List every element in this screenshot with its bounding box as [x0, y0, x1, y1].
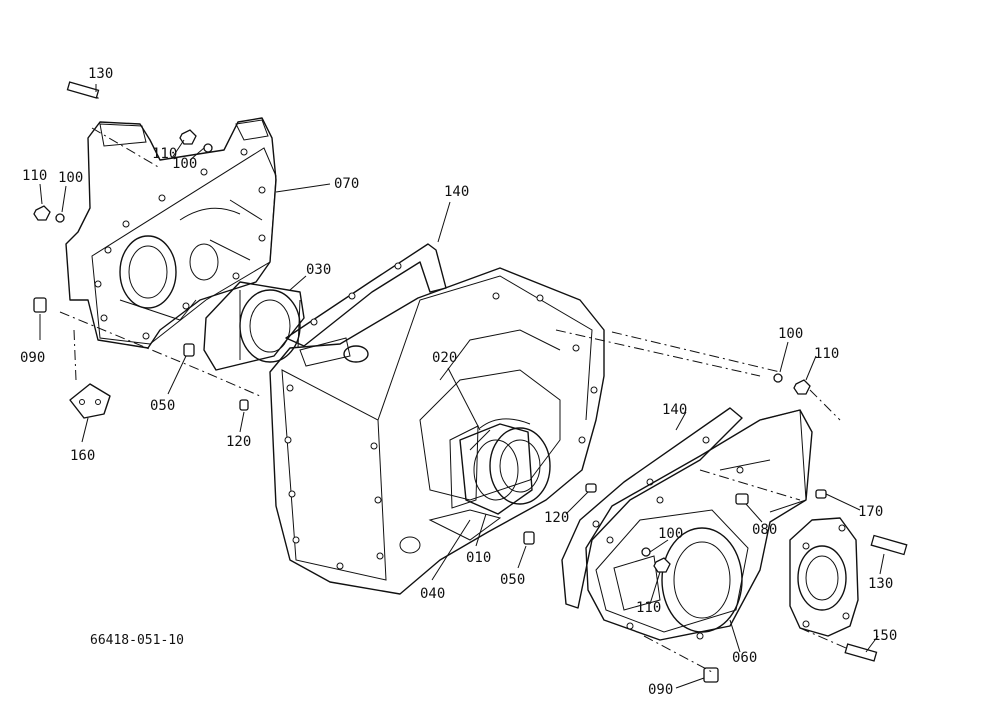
callout-090-left: 090 — [20, 350, 45, 366]
callout-labels: 130 110 100 110 100 070 140 030 090 050 … — [20, 66, 897, 698]
callout-050-right: 050 — [500, 572, 525, 588]
callout-140-top: 140 — [444, 184, 469, 200]
callout-100-lower: 100 — [658, 526, 683, 542]
gasket-part-140-upper — [285, 243, 447, 347]
callout-130-right: 130 — [868, 576, 893, 592]
callout-010: 010 — [466, 550, 491, 566]
callout-150: 150 — [872, 628, 897, 644]
callout-040: 040 — [420, 586, 445, 602]
callout-120-right: 120 — [544, 510, 569, 526]
callout-160: 160 — [70, 448, 95, 464]
callout-130-top: 130 — [88, 66, 113, 82]
callout-110-right: 110 — [814, 346, 839, 362]
callout-120-left: 120 — [226, 434, 251, 450]
fasteners — [33, 81, 908, 683]
callout-090-bottom: 090 — [648, 682, 673, 698]
transmission-case — [269, 267, 605, 595]
front-cover-part-070 — [65, 117, 277, 349]
callout-110-lower: 110 — [636, 600, 661, 616]
callout-100-left: 100 — [58, 170, 83, 186]
callout-030: 030 — [306, 262, 331, 278]
callout-140-right: 140 — [662, 402, 687, 418]
assembly-axis-lines — [59, 127, 847, 673]
flange-housing — [789, 517, 859, 637]
gasket-part-140-right — [561, 407, 743, 609]
callout-050-left: 050 — [150, 398, 175, 414]
bracket-part-160 — [69, 383, 111, 419]
oil-seal-part-030 — [203, 281, 305, 371]
callout-060: 060 — [732, 650, 757, 666]
reference-code: 66418-051-10 — [90, 633, 184, 648]
leader-lines — [39, 84, 885, 689]
callout-110-mid: 110 — [152, 146, 177, 162]
callout-080: 080 — [752, 522, 777, 538]
callout-070: 070 — [334, 176, 359, 192]
callout-100-mid: 100 — [172, 156, 197, 172]
rear-cover-part-060 — [585, 409, 813, 641]
callout-110-left: 110 — [22, 168, 47, 184]
callout-100-right: 100 — [778, 326, 803, 342]
callout-020: 020 — [432, 350, 457, 366]
callout-170: 170 — [858, 504, 883, 520]
bearing-retainer-parts — [449, 423, 533, 515]
